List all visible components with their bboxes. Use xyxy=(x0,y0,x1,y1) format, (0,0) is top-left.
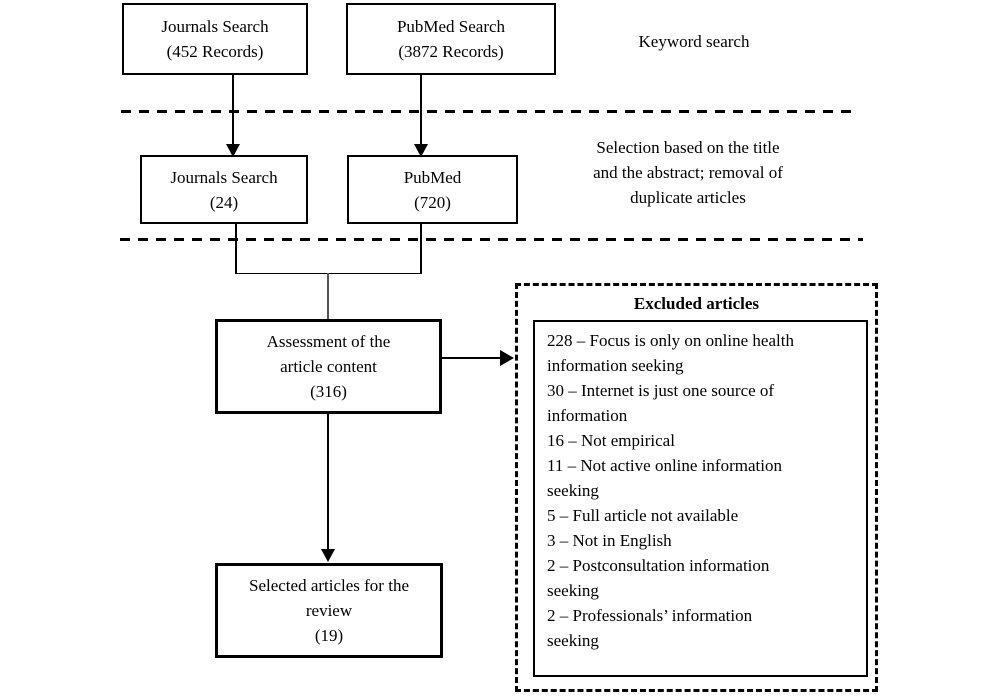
box-journals-search-records: Journals Search (452 Records) xyxy=(122,3,308,75)
excluded-item: 2 – Professionals’ information seeking xyxy=(547,606,753,650)
box-pubmed-selected: PubMed (720) xyxy=(347,155,518,224)
label-keyword-search: Keyword search xyxy=(638,32,750,51)
arrowhead-down-icon xyxy=(414,144,428,157)
arrowhead-down-icon xyxy=(226,144,240,157)
arrowhead-down-icon xyxy=(321,549,335,562)
arrow-shaft xyxy=(420,75,422,146)
arrow-shaft xyxy=(232,74,234,146)
excluded-item: 2 – Postconsultation information seeking xyxy=(547,556,770,600)
label-selection-criteria: Selection based on the title and the abs… xyxy=(593,138,783,207)
arrow-shaft xyxy=(327,414,329,550)
excluded-item: 11 – Not active online information seeki… xyxy=(547,456,782,500)
connector-line xyxy=(420,224,422,274)
box-assessment-content: Assessment of the article content (316) xyxy=(215,319,442,414)
connector-line xyxy=(327,273,329,319)
excluded-item: 30 – Internet is just one source of info… xyxy=(547,381,775,425)
excluded-articles-list: 228 – Focus is only on online health inf… xyxy=(533,320,868,677)
excluded-item: 16 – Not empirical xyxy=(547,431,675,450)
box-selected-for-review: Selected articles for the review (19) xyxy=(215,563,443,658)
excluded-item: 3 – Not in English xyxy=(547,531,672,550)
excluded-item: 228 – Focus is only on online health inf… xyxy=(547,331,794,375)
connector-line xyxy=(235,224,237,274)
box-pubmed-search-records: PubMed Search (3872 Records) xyxy=(346,3,556,75)
separator-dashed-bottom xyxy=(120,238,863,241)
excluded-articles-title: Excluded articles xyxy=(633,294,760,313)
excluded-item: 5 – Full article not available xyxy=(547,506,739,525)
arrow-shaft xyxy=(442,357,501,359)
connector-line xyxy=(235,272,422,274)
box-journals-search-selected: Journals Search (24) xyxy=(140,155,308,224)
separator-dashed-top xyxy=(121,110,852,113)
arrowhead-right-icon xyxy=(500,350,514,366)
